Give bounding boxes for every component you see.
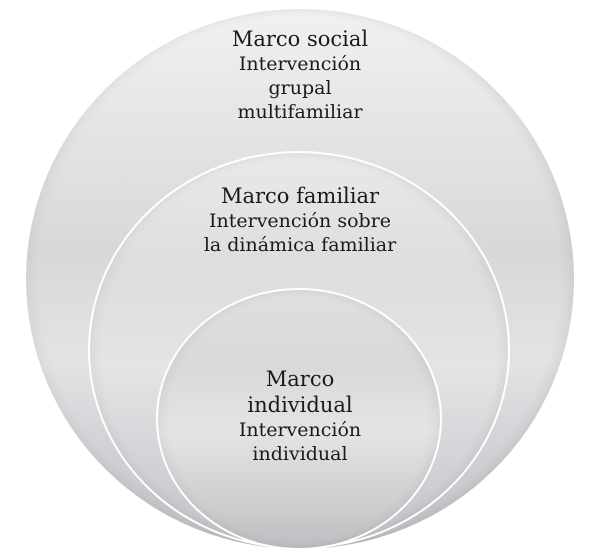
title-individual-2: individual: [247, 393, 353, 417]
title-individual-1: Marco: [265, 367, 335, 391]
inner-circle-individual: [156, 288, 442, 550]
line-familiar-2: la dinámica familiar: [203, 234, 397, 256]
line-familiar-1: Intervención sobre: [208, 210, 392, 232]
label-familiar: Marco familiar Intervención sobre la din…: [0, 183, 600, 257]
line-individual-1: Intervención: [238, 419, 362, 441]
line-social-2: grupal: [268, 77, 332, 99]
line-individual-2: individual: [252, 443, 348, 465]
title-social: Marco social: [231, 27, 369, 51]
line-social-1: Intervención: [238, 53, 362, 75]
title-familiar: Marco familiar: [220, 184, 380, 208]
line-social-3: multifamiliar: [237, 101, 363, 123]
label-individual: Marco individual Intervención individual: [0, 366, 600, 466]
label-social: Marco social Intervención grupal multifa…: [0, 26, 600, 124]
